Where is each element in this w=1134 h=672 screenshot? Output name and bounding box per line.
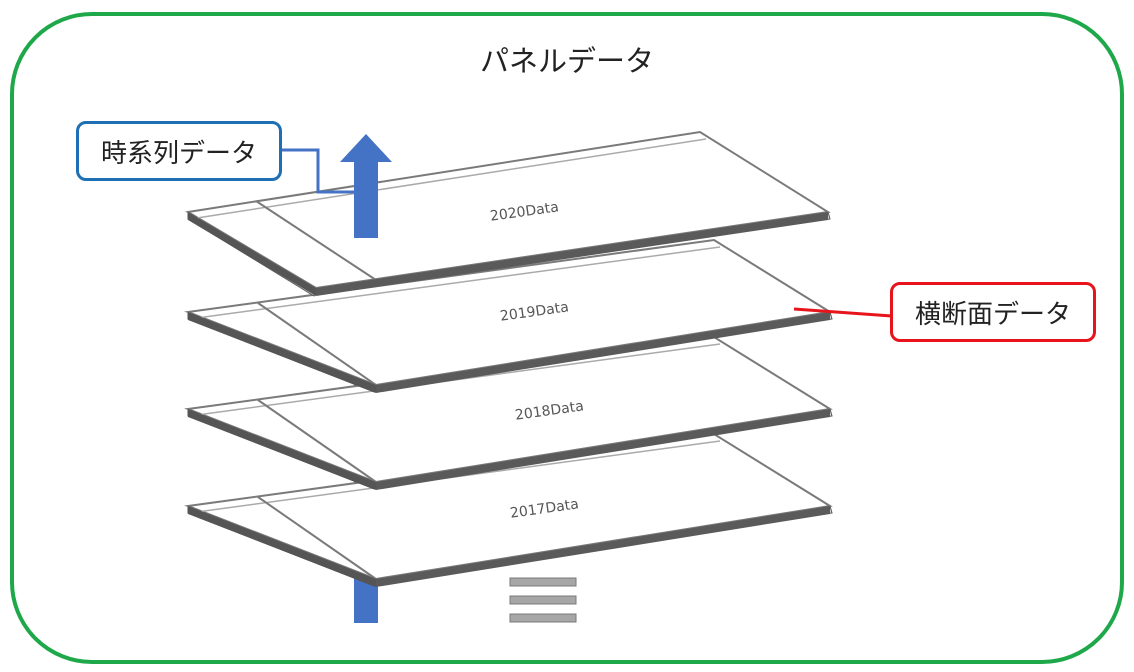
layer-side-line [196,246,721,319]
layer-front-edge [188,312,376,393]
equals-ellipsis-icon [509,577,577,623]
time-series-connector [282,148,354,194]
cross-section-connector [793,307,893,318]
layer-2020: 2020Data [185,130,831,297]
layer-2019: 2019Data [184,238,833,393]
layer-2018: 2018Data [184,335,833,490]
up-arrow-icon [340,134,392,162]
layer-divider [255,200,377,281]
layer-front-edge [188,212,316,296]
layer-right-edge [376,409,830,490]
layer-side-line [196,138,707,219]
time-axis-arrow-shaft-top [354,158,378,238]
layer-divider [257,496,377,580]
layer-divider [257,399,377,483]
layer-right-edge [376,506,830,587]
cross-section-callout: 横断面データ [890,282,1096,342]
time-series-callout: 時系列データ [76,121,282,181]
layer-2017: 2017Data [184,432,833,587]
layer-right-edge [316,212,828,296]
layer-front-edge [188,506,376,587]
diagram-title: パネルデータ [479,44,654,78]
layer-divider [257,302,377,386]
layer-front-edge [188,409,376,490]
layer-right-edge [376,312,830,393]
